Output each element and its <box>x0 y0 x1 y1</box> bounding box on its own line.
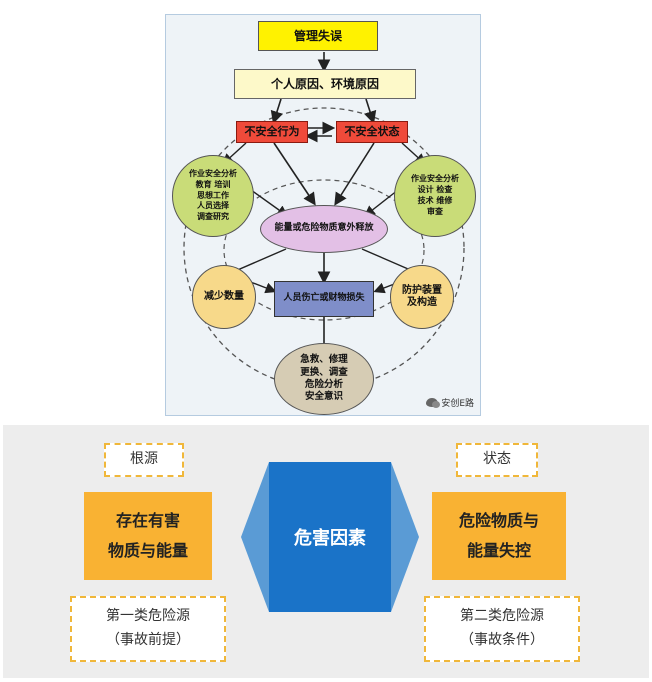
energy-out-of-control-box: 危险物质与 能量失控 <box>432 492 566 580</box>
protection-device-line: 防护装置 <box>402 284 442 296</box>
harmful-substance-line: 存在有害 <box>115 510 180 530</box>
rescue-circle: 急救、修理 更换、调查 危险分析 安全意识 <box>274 343 374 415</box>
causes-label: 个人原因、环境原因 <box>270 76 379 91</box>
management-error-box: 管理失误 <box>258 21 378 51</box>
casualty-loss-label: 人员伤亡或财物损失 <box>283 293 365 304</box>
hazard-factor-text: 危害因素 <box>294 528 366 549</box>
left-analysis-line: 调查研究 <box>197 212 229 222</box>
right-analysis-line: 审查 <box>427 206 443 216</box>
rescue-line: 安全意识 <box>304 391 343 403</box>
accident-causation-diagram: 管理失误 个人原因、环境原因 不安全行为 不安全状态 作业安全分析 教育 培训 … <box>165 14 481 416</box>
left-analysis-line: 思想工作 <box>197 190 229 200</box>
hazard-factor-title: 危害因素 <box>241 462 419 612</box>
unsafe-state-box: 不安全状态 <box>336 121 408 143</box>
first-class-hazard-line: 第一类危险源 <box>106 608 190 625</box>
reduce-quantity-circle: 减少数量 <box>192 265 256 329</box>
rescue-line: 急救、修理 <box>300 354 348 366</box>
right-analysis-line: 作业安全分析 <box>411 174 459 184</box>
root-label-text: 根源 <box>130 451 158 468</box>
left-analysis-line: 作业安全分析 <box>189 169 237 178</box>
root-label: 根源 <box>104 443 184 477</box>
rescue-line: 更换、调查 <box>300 366 348 378</box>
unsafe-state-label: 不安全状态 <box>344 125 400 139</box>
unsafe-act-box: 不安全行为 <box>236 121 308 143</box>
left-analysis-circle: 作业安全分析 教育 培训 思想工作 人员选择 调查研究 <box>172 155 254 237</box>
reduce-quantity-label: 减少数量 <box>204 290 244 302</box>
watermark-text: 安创E路 <box>441 399 474 409</box>
second-class-hazard-line: 第二类危险源 <box>460 608 544 625</box>
state-label: 状态 <box>456 443 538 477</box>
watermark: 安创E路 <box>426 396 474 409</box>
right-analysis-line: 技术 维修 <box>417 196 453 205</box>
energy-release-label: 能量或危险物质意外释放 <box>274 223 374 234</box>
unsafe-act-label: 不安全行为 <box>244 125 300 139</box>
first-class-hazard-label: 第一类危险源 （事故前提） <box>70 596 226 662</box>
wechat-icon <box>426 398 441 408</box>
energy-out-of-control-line: 危险物质与 <box>458 510 539 530</box>
left-analysis-line: 教育 培训 <box>195 179 231 189</box>
management-error-label: 管理失误 <box>293 28 342 43</box>
hazard-factor-hexagon <box>241 462 419 612</box>
causes-box: 个人原因、环境原因 <box>234 69 416 99</box>
harmful-substance-line: 物质与能量 <box>107 541 188 560</box>
casualty-loss-box: 人员伤亡或财物损失 <box>274 281 374 317</box>
energy-release-ellipse: 能量或危险物质意外释放 <box>260 205 388 253</box>
right-analysis-circle: 作业安全分析 设计 检查 技术 维修 审查 <box>394 155 476 237</box>
harmful-substance-box: 存在有害 物质与能量 <box>84 492 212 580</box>
left-analysis-line: 人员选择 <box>197 201 229 211</box>
first-class-hazard-line: （事故前提） <box>106 632 190 648</box>
right-analysis-line: 设计 检查 <box>417 185 453 195</box>
protection-device-circle: 防护装置 及构造 <box>390 265 454 329</box>
energy-out-of-control-line: 能量失控 <box>466 541 531 560</box>
second-class-hazard-line: （事故条件） <box>460 632 544 648</box>
protection-device-line: 及构造 <box>407 297 437 308</box>
rescue-line: 危险分析 <box>304 379 343 390</box>
second-class-hazard-label: 第二类危险源 （事故条件） <box>424 596 580 662</box>
state-label-text: 状态 <box>483 451 511 468</box>
